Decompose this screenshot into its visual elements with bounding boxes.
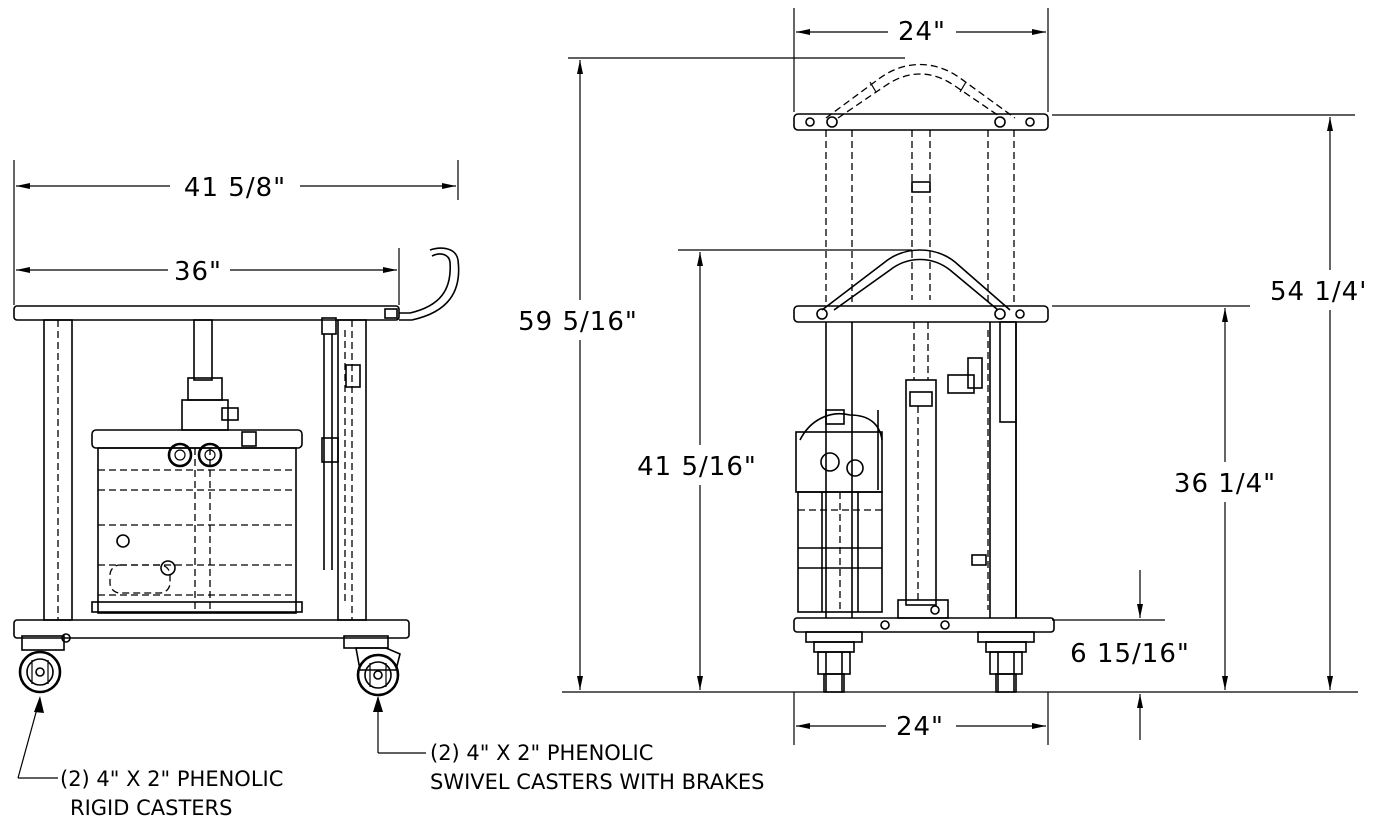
middle-shelf-height-dimension: 36 1/4" — [1052, 305, 1290, 690]
rigid-caster-note: (2) 4" X 2" PHENOLIC RIGID CASTERS — [17, 696, 283, 820]
lower-handle-height-label: 41 5/16" — [637, 452, 757, 482]
overall-height-label: 59 5/16" — [518, 307, 638, 337]
bottom-shelf-height-label: 6 15/16" — [1070, 639, 1190, 669]
front-left-caster — [805, 631, 863, 693]
top-shelf-height-dimension: 54 1/4' — [1052, 114, 1383, 690]
rigid-caster — [18, 633, 71, 694]
swivel-caster-note-line-1: (2) 4" X 2" PHENOLIC — [430, 741, 653, 765]
bottom-shelf-height-dimension: 6 15/16" — [1052, 570, 1190, 740]
overall-length-label: 41 5/8" — [184, 173, 286, 203]
top-shelf-height-label: 54 1/4' — [1270, 277, 1367, 307]
top-width-dimension: 24" — [793, 8, 1049, 112]
frame-length-label: 36" — [174, 257, 222, 287]
frame-length-dimension: 36" — [16, 257, 397, 287]
bottom-width-label: 24" — [896, 712, 944, 742]
top-width-label: 24" — [898, 17, 946, 47]
front-cart-frame — [793, 63, 1055, 633]
overall-length-dimension: 41 5/8" — [16, 173, 456, 203]
side-cart-frame — [13, 247, 460, 639]
overall-height-dimension: 59 5/16" — [508, 57, 905, 690]
front-drum — [795, 409, 883, 613]
side-view: 41 5/8" 36" — [13, 160, 764, 820]
bottom-width-dimension: 24" — [793, 692, 1049, 745]
side-drum — [91, 377, 303, 614]
rigid-caster-note-line-1: (2) 4" X 2" PHENOLIC — [60, 767, 283, 791]
swivel-caster-note-line-2: SWIVEL CASTERS WITH BRAKES — [430, 770, 764, 794]
front-right-caster — [977, 631, 1035, 693]
swivel-caster-note: (2) 4" X 2" PHENOLIC SWIVEL CASTERS WITH… — [373, 696, 764, 794]
lower-handle-height-dimension: 41 5/16" — [625, 249, 912, 690]
front-view: 24" 24" 59 5/16" 41 5/16" — [508, 8, 1383, 745]
rigid-caster-note-line-2: RIGID CASTERS — [70, 796, 232, 820]
swivel-caster — [343, 635, 401, 697]
middle-shelf-height-label: 36 1/4" — [1174, 469, 1276, 499]
